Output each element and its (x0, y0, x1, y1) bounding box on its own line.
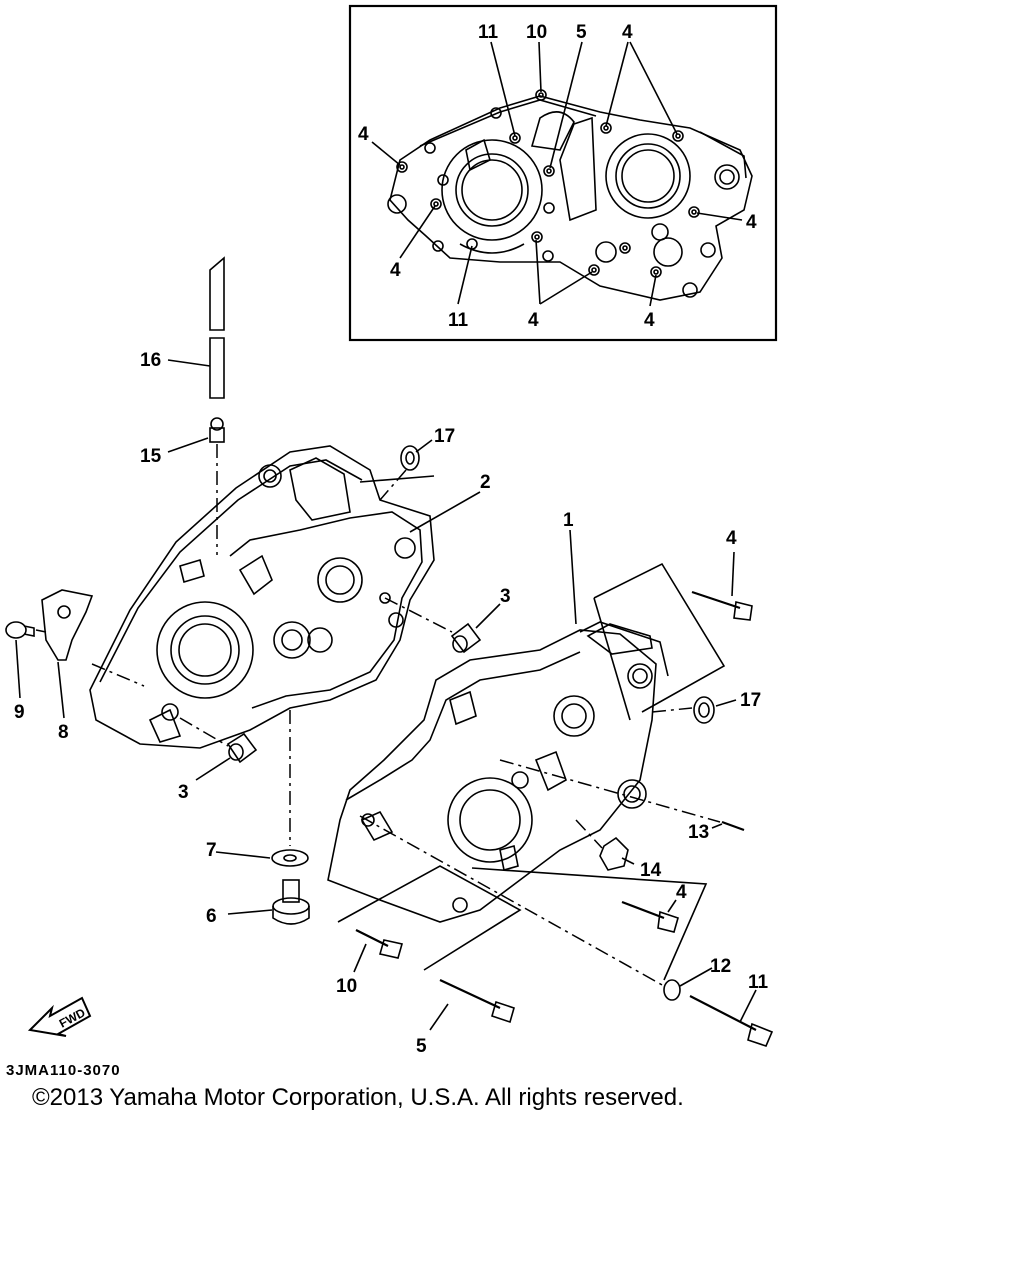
right-bearing-bore (447, 777, 533, 863)
callout-7: 7 (206, 840, 217, 861)
part-13-pin (721, 820, 745, 832)
callout-leaders (15, 359, 757, 1031)
crankcase-left-half (89, 445, 435, 749)
part-callouts: 1 2 3 3 4 4 5 6 7 8 9 10 11 12 13 14 15 … (14, 350, 769, 1057)
part-4-bolt-lower (621, 900, 679, 933)
part-4-bolt-upper (691, 590, 753, 621)
callout-9: 9 (14, 702, 25, 723)
part-3-dowel-lower (226, 732, 258, 764)
inset-left-bearing-housing (441, 139, 543, 241)
inset-callout-4-lowleft: 4 (390, 260, 401, 281)
part-17-oil-seal-lower (693, 696, 715, 724)
part-10-bolt (355, 929, 404, 959)
callout-13: 13 (688, 822, 709, 843)
inset-frame (348, 4, 778, 342)
left-bearing-bore (156, 601, 254, 699)
assembly-brackets (337, 475, 726, 981)
inset-panel: 11 10 5 4 4 4 4 11 4 4 (348, 4, 778, 342)
part-16-hose (209, 256, 225, 399)
callout-11: 11 (748, 972, 769, 993)
diagram-code: 3JMA110-3070 (6, 1062, 121, 1079)
callout-3-lower: 3 (178, 782, 189, 803)
inset-callout-11-top: 11 (478, 22, 499, 43)
callout-5: 5 (416, 1036, 427, 1057)
part-5-bolt (439, 979, 515, 1024)
part-12-washer (663, 979, 681, 1001)
inset-right-bearing-housing (605, 133, 691, 219)
part-11-bolt (689, 995, 774, 1047)
callout-3-upper: 3 (500, 586, 511, 607)
part-3-dowel-upper (450, 622, 482, 654)
assembly-lines (35, 444, 721, 987)
inset-crankcase-outline (389, 95, 753, 301)
callout-10: 10 (336, 976, 357, 997)
inset-callout-4-bottomright: 4 (644, 310, 655, 331)
inset-callout-11-bottom: 11 (448, 310, 469, 331)
callout-17-lower: 17 (740, 690, 761, 711)
part-6-drain-bolt (272, 879, 310, 925)
inset-leaders (371, 41, 743, 307)
part-17-oil-seal-upper (400, 445, 420, 471)
callout-15: 15 (140, 446, 162, 467)
callout-4-lower: 4 (676, 882, 687, 903)
callout-16: 16 (140, 350, 161, 371)
inset-callout-4-bottom: 4 (528, 310, 539, 331)
part-8-plate (41, 589, 94, 661)
inset-callout-5: 5 (576, 22, 587, 43)
copyright-notice: ©2013 Yamaha Motor Corporation, U.S.A. A… (32, 1084, 684, 1111)
callout-4-upper: 4 (726, 528, 737, 549)
inset-callout-4-left: 4 (358, 124, 369, 145)
inset-callout-10: 10 (526, 22, 547, 43)
callout-2: 2 (480, 472, 491, 493)
inset-callout-4-topright: 4 (622, 22, 633, 43)
inset-callout-4-right: 4 (746, 212, 757, 233)
part-7-washer (271, 849, 309, 867)
right-case-vent (586, 623, 653, 655)
fwd-arrow-icon: FWD (27, 996, 92, 1037)
callout-1: 1 (563, 510, 574, 531)
callout-17-upper: 17 (434, 426, 455, 447)
callout-8: 8 (58, 722, 69, 743)
part-15-fitting (209, 417, 225, 443)
callout-6: 6 (206, 906, 217, 927)
callout-12: 12 (710, 956, 731, 977)
part-14-block (599, 836, 629, 871)
part-9-bolt (5, 621, 35, 639)
crankcase-right-half (327, 621, 669, 923)
callout-14: 14 (640, 860, 662, 881)
